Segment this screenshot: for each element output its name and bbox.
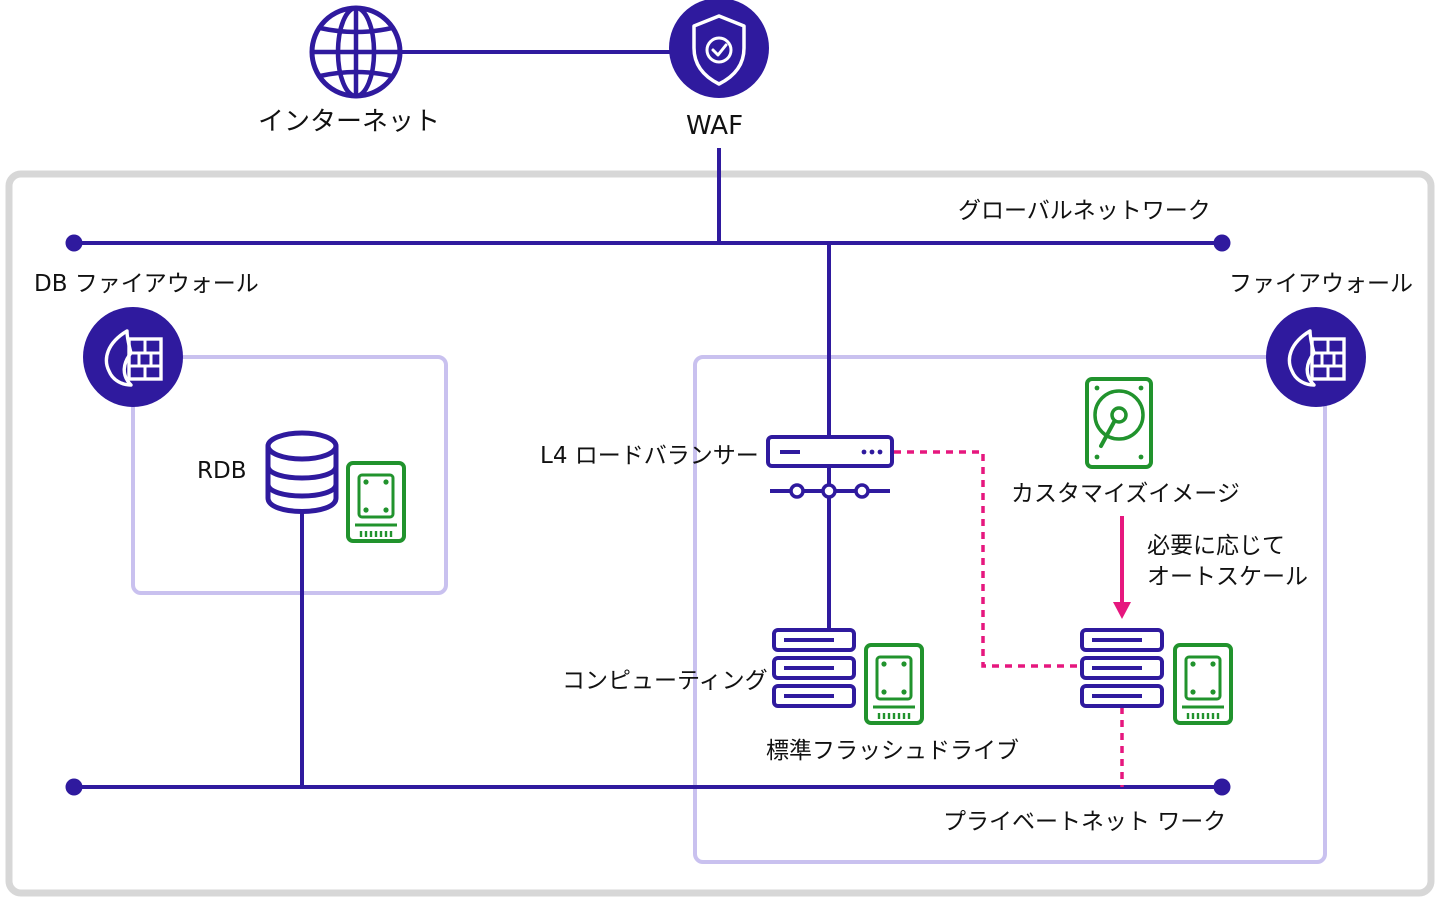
private-bus-endpoint-left [65, 778, 83, 796]
waf-label: WAF [686, 111, 744, 141]
rdb-label: RDB [197, 458, 247, 484]
autoscale-arrowhead [1113, 602, 1131, 619]
internet-label: インターネット [258, 107, 441, 137]
database-icon [265, 430, 339, 514]
flash-drive-label: 標準フラッシュドライブ [766, 738, 1019, 764]
lb-to-scaled-server-dotted-link [894, 450, 1080, 668]
load-balancer-icon [766, 435, 894, 468]
ssd-icon [864, 643, 924, 725]
global-bus-endpoint-right [1213, 234, 1231, 252]
db-firewall-label: DB ファイアウォール [34, 271, 259, 297]
lb-port [789, 483, 805, 499]
global-bus-endpoint-left [65, 234, 83, 252]
autoscale-label-line1: 必要に応じて [1147, 533, 1285, 559]
autoscale-label-line2: オートスケール [1147, 564, 1308, 590]
custom-image-label: カスタマイズイメージ [1011, 481, 1240, 507]
computing-label: コンピューティング [562, 668, 768, 694]
globe-icon [309, 5, 403, 99]
db-zone [131, 355, 448, 595]
server-icon [1080, 628, 1164, 708]
server-icon [772, 628, 856, 708]
ssd-icon [346, 461, 406, 543]
app-zone [693, 355, 1327, 864]
firewall-label: ファイアウォール [1229, 271, 1413, 297]
ssd-icon [1173, 643, 1233, 725]
load-balancer-label: L4 ロードバランサー [540, 443, 759, 469]
hard-disk-icon [1085, 377, 1153, 469]
global-network-label: グローバルネットワーク [958, 198, 1211, 224]
private-bus-endpoint-right [1213, 778, 1231, 796]
lb-port [821, 483, 837, 499]
firewall-icon [81, 305, 185, 409]
lb-port [854, 483, 870, 499]
shield-check-icon [669, 0, 769, 98]
firewall-icon [1264, 305, 1368, 409]
private-network-label: プライベートネット ワーク [943, 809, 1227, 835]
